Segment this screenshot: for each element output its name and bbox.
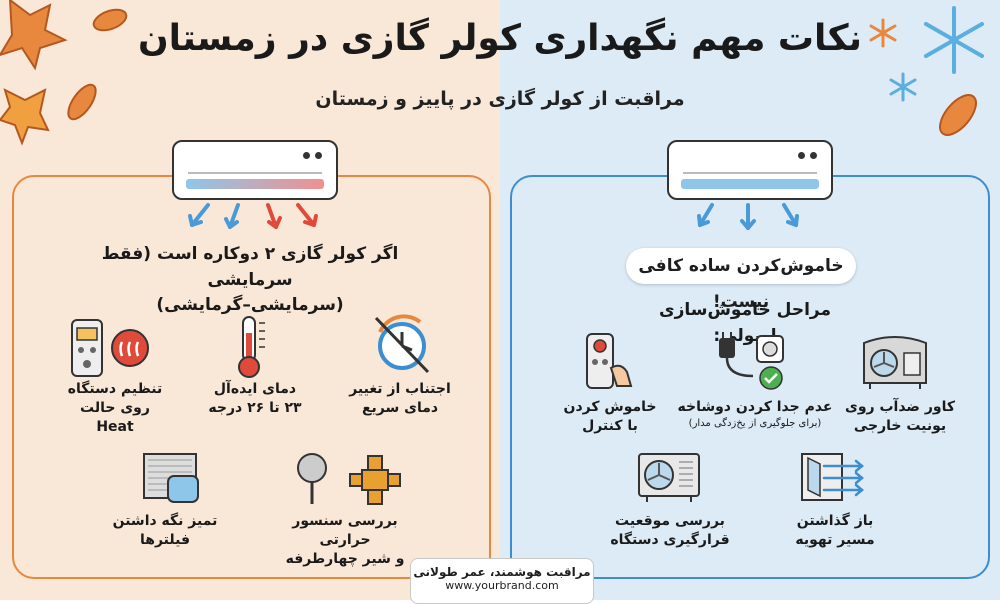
- warning-bubble: خاموش‌کردن ساده کافی نیست!: [626, 248, 856, 312]
- thermometer-icon: [238, 316, 265, 378]
- autumn-leaf-icon: [0, 88, 50, 146]
- item-heat-mode: تنظیم دستگاه روی حالت Heat: [67, 381, 163, 435]
- item-turn-off-remote: خاموش کردن با کنترل: [563, 399, 657, 434]
- item-check-position: بررسی موقعیت قرارگیری دستگاه: [610, 513, 730, 548]
- open-vent-icon: [801, 453, 864, 501]
- outdoor-unit-icon: [638, 453, 700, 502]
- autumn-leaf-icon: [939, 94, 977, 136]
- airflow-arrows-icon: [697, 203, 799, 230]
- page-title: نکات مهم نگهداری کولر گازی در زمستان: [137, 18, 863, 59]
- remote-off-icon: [586, 333, 633, 389]
- remote-heat-icon: [71, 319, 149, 377]
- item-keep-plugged: عدم جدا کردن دوشاخه (برای جلوگیری از یخ‌…: [677, 399, 833, 429]
- autumn-leaf-icon: [92, 8, 128, 32]
- ac-unit-cooling: [667, 140, 833, 200]
- left-heading: اگر کولر گازی ۲ دوکاره است (فقط سرمایشی …: [101, 244, 399, 315]
- filter-cleaning-icon: [143, 453, 199, 503]
- ac-unit-dual: [172, 140, 338, 200]
- item-ideal-temp: دمای ایده‌آل ۲۳ تا ۲۶ درجه: [208, 381, 302, 416]
- airflow-arrows-icon: [188, 203, 318, 229]
- item-clean-filters: تمیز نگه داشتن فیلترها: [112, 513, 218, 548]
- right-background: [500, 0, 1000, 600]
- snowflake-icon: [869, 18, 897, 48]
- snowflake-icon: [889, 72, 917, 102]
- autumn-leaf-icon: [67, 83, 97, 121]
- outdoor-unit-cover-icon: [863, 336, 927, 389]
- valve-sensor-icon: [297, 453, 401, 505]
- footer-url[interactable]: www.yourbrand.com: [445, 579, 559, 592]
- footer-brand: مراقبت هوشمند، عمر طولانی: [413, 565, 591, 579]
- page-subtitle: مراقبت از کولر گازی در پاییز و زمستان: [315, 88, 685, 110]
- item-avoid-rapid-change: اجتناب از تغییر دمای سریع: [349, 381, 451, 416]
- snowflake-icon: [924, 6, 984, 74]
- plug-socket-icon: [719, 332, 784, 390]
- item-waterproof-cover: کاور ضدآب روی یونیت خارجی: [845, 399, 955, 434]
- autumn-leaf-icon: [0, 0, 68, 71]
- item-open-ventilation: باز گذاشتن مسیر تهویه: [795, 513, 875, 548]
- no-rapid-change-icon: [374, 314, 430, 374]
- footer-badge: مراقبت هوشمند، عمر طولانی www.yourbrand.…: [410, 558, 594, 604]
- item-check-sensor-valve: بررسی سنسور حرارتی و شیر چهارطرفه: [285, 513, 405, 567]
